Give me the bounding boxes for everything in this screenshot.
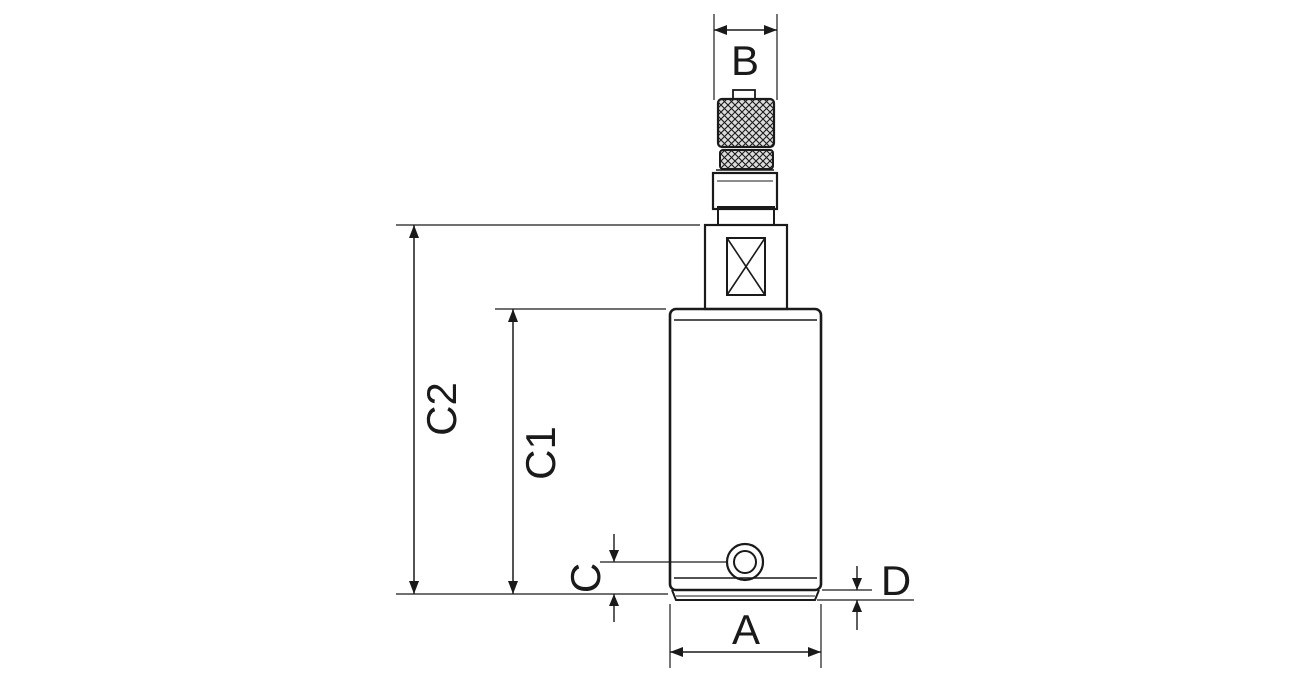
label-b: B	[731, 37, 759, 84]
label-c2: C2	[418, 382, 465, 436]
connector-tip	[732, 89, 756, 100]
label-c1: C1	[517, 426, 564, 480]
dimension-d: D	[817, 557, 914, 630]
wrench-flat-cross-2	[726, 237, 766, 296]
dimension-b: B	[713, 14, 778, 100]
connector-knurl-lower	[719, 149, 774, 170]
dimension-c: C	[562, 534, 728, 622]
side-port-outer	[725, 542, 765, 582]
dimension-c2: C2	[396, 224, 700, 595]
label-d: D	[881, 557, 911, 604]
dimension-c1: C1	[495, 308, 666, 594]
wrench-flat	[726, 237, 766, 296]
base-flange	[671, 589, 820, 601]
side-port-inner	[733, 550, 757, 574]
label-c: C	[562, 563, 609, 593]
label-a: A	[732, 606, 760, 653]
dimension-a: A	[669, 604, 822, 668]
connector-knurl-upper	[716, 97, 776, 149]
cylinder-body	[668, 307, 823, 592]
device-body	[668, 89, 823, 601]
nut	[711, 171, 779, 211]
neck	[717, 206, 775, 226]
